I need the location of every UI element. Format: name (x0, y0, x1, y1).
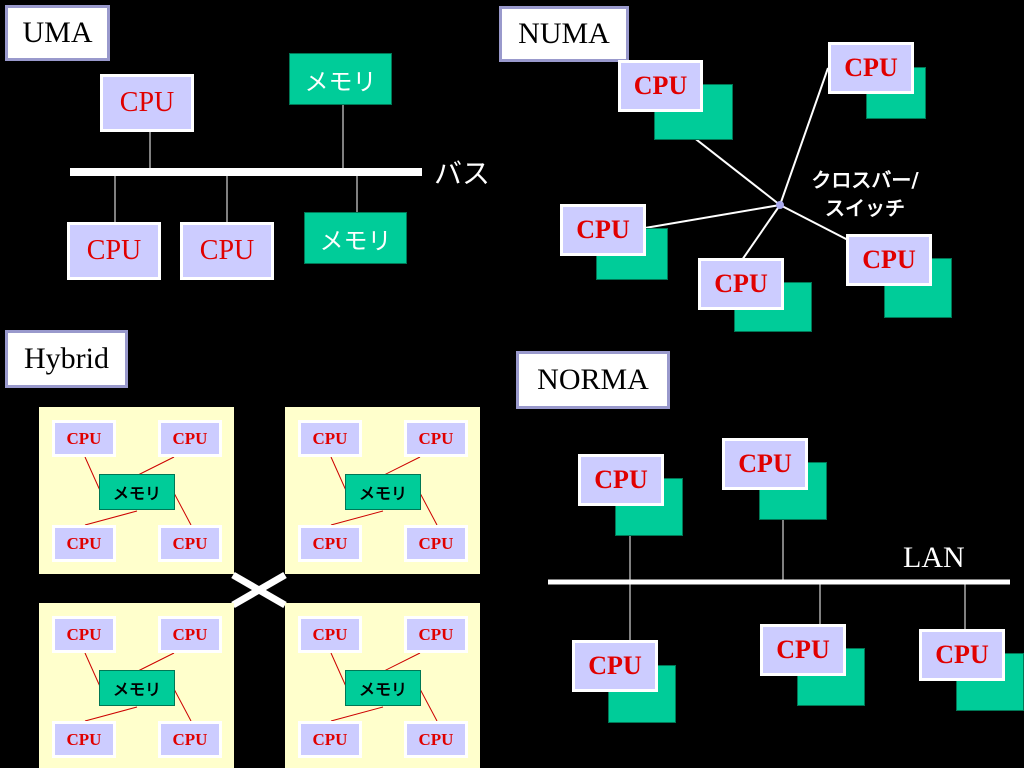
hybrid-cpu: CPU (404, 420, 468, 457)
norma-cpu-5: CPU (919, 629, 1005, 681)
numa-cpu-1: CPU (618, 60, 703, 112)
hybrid-memory: メモリ (99, 474, 175, 510)
hybrid-cpu: CPU (52, 525, 116, 562)
hybrid-memory: メモリ (345, 474, 421, 510)
numa-cpu-5: CPU (846, 234, 932, 286)
hybrid-node-2: CPU CPU メモリ CPU CPU (285, 407, 480, 574)
hybrid-cpu: CPU (158, 721, 222, 758)
hybrid-memory: メモリ (99, 670, 175, 706)
norma-cpu-2: CPU (722, 438, 808, 490)
norma-title: NORMA (516, 351, 670, 409)
hybrid-cpu: CPU (404, 525, 468, 562)
uma-cpu-2: CPU (67, 222, 161, 280)
norma-cpu-3: CPU (572, 640, 658, 692)
uma-memory-1: メモリ (289, 53, 392, 105)
norma-cpu-4: CPU (760, 624, 846, 676)
uma-cpu-1: CPU (100, 74, 194, 132)
hybrid-node-4: CPU CPU メモリ CPU CPU (285, 603, 480, 768)
numa-title: NUMA (499, 6, 629, 62)
hybrid-memory: メモリ (345, 670, 421, 706)
hybrid-cpu: CPU (404, 616, 468, 653)
switch-label: クロスバー/ スイッチ (800, 166, 930, 222)
uma-title: UMA (5, 5, 110, 61)
hybrid-cpu: CPU (298, 721, 362, 758)
uma-memory-2: メモリ (304, 212, 407, 264)
hybrid-node-1: CPU CPU メモリ CPU CPU (39, 407, 234, 574)
hybrid-cpu: CPU (158, 525, 222, 562)
hybrid-cpu: CPU (158, 420, 222, 457)
lan-label: LAN (903, 541, 965, 574)
numa-cpu-2: CPU (828, 42, 914, 94)
hybrid-cpu: CPU (298, 525, 362, 562)
uma-cpu-3: CPU (180, 222, 274, 280)
hybrid-title: Hybrid (5, 330, 128, 388)
hybrid-cpu: CPU (404, 721, 468, 758)
switch-label-line2: スイッチ (825, 196, 905, 220)
hybrid-cpu: CPU (52, 420, 116, 457)
hybrid-cpu: CPU (298, 420, 362, 457)
bus-label: バス (434, 157, 491, 190)
hybrid-cpu: CPU (52, 721, 116, 758)
hybrid-cpu: CPU (52, 616, 116, 653)
switch-label-line1: クロスバー/ (811, 168, 919, 192)
hybrid-cpu: CPU (298, 616, 362, 653)
hybrid-node-3: CPU CPU メモリ CPU CPU (39, 603, 234, 768)
numa-cpu-4: CPU (698, 258, 784, 310)
hybrid-cpu: CPU (158, 616, 222, 653)
norma-cpu-1: CPU (578, 454, 664, 506)
numa-cpu-3: CPU (560, 204, 646, 256)
